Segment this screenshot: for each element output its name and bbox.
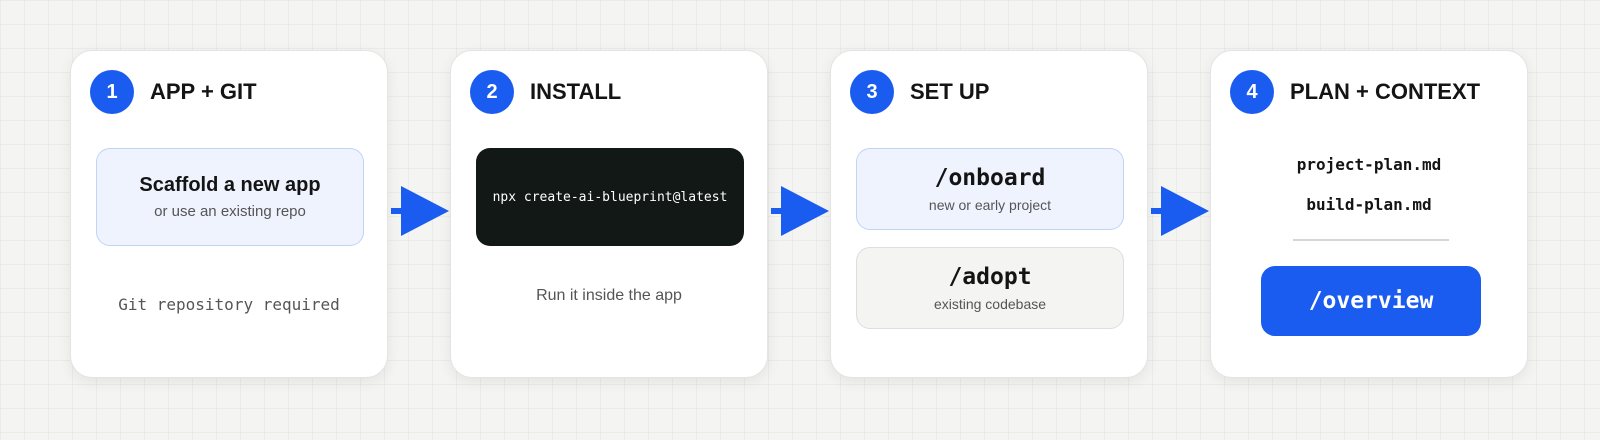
step-title: PLAN + CONTEXT [1290,79,1481,104]
scaffold-title: Scaffold a new app [139,174,321,196]
project-plan-file: project-plan.md [1296,155,1442,174]
step-title: APP + GIT [150,79,257,104]
build-plan-file: build-plan.md [1306,195,1432,214]
onboard-description: new or early project [928,197,1052,213]
adopt-command: /adopt [948,264,1032,290]
step-number-badge: 2 [470,70,514,114]
adopt-option: /adopt existing codebase [856,247,1124,329]
install-command: npx create-ai-blueprint@latest [492,189,728,205]
scaffold-subtitle: or use an existing repo [154,203,306,220]
overview-button[interactable]: /overview [1261,266,1481,336]
step-title: INSTALL [530,79,622,104]
arrow-right-icon [1151,186,1209,236]
onboard-command: /onboard [934,165,1046,191]
step-card-plan-context: 4 PLAN + CONTEXT project-plan.md build-p… [1210,50,1528,378]
step-card-set-up: 3 SET UP /onboard new or early project /… [830,50,1148,378]
step-number-badge: 4 [1230,70,1274,114]
terminal-command-box: npx create-ai-blueprint@latest [476,148,744,246]
arrow-right-icon [391,186,449,236]
adopt-description: existing codebase [933,296,1047,312]
step-card-install: 2 INSTALL npx create-ai-blueprint@latest… [450,50,768,378]
step-number-badge: 1 [90,70,134,114]
onboard-option: /onboard new or early project [856,148,1124,230]
divider [1293,239,1449,241]
step-number-badge: 3 [850,70,894,114]
git-requirement-note: Git repository required [118,295,340,314]
step-title: SET UP [910,79,990,104]
scaffold-app-box: Scaffold a new app or use an existing re… [96,148,364,246]
arrow-right-icon [771,186,829,236]
step-card-app-git: 1 APP + GIT Scaffold a new app or use an… [70,50,388,378]
install-note: Run it inside the app [536,287,682,304]
